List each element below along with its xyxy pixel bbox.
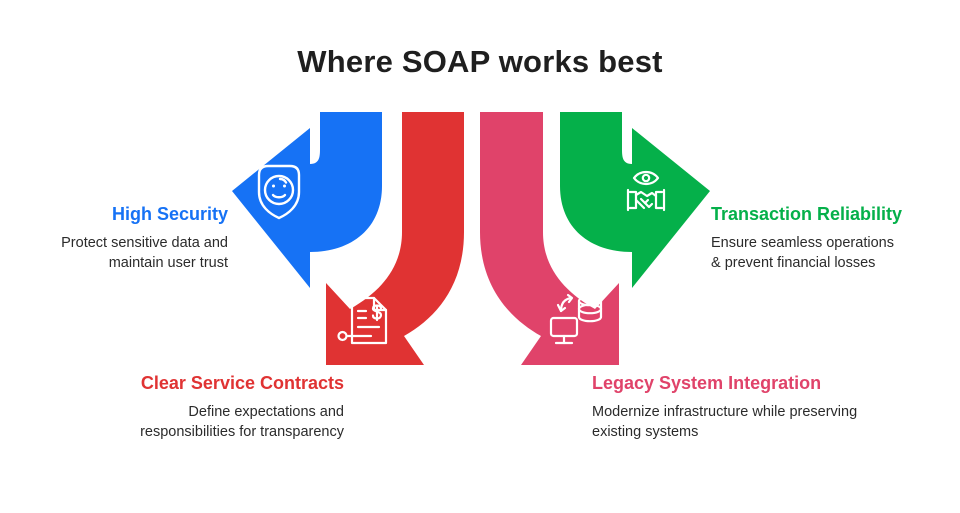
shield-face-icon [257, 164, 301, 220]
label-clear-service-contracts: Clear Service Contracts Define expectati… [30, 372, 344, 443]
description-line: Define expectations and [188, 403, 344, 420]
heading-clear-service-contracts: Clear Service Contracts [140, 373, 344, 393]
page-title: Where SOAP works best [297, 44, 663, 79]
arrow-clear-service-contracts-shape [326, 112, 464, 365]
description-line: Modernize infrastructure while preservin… [592, 403, 858, 420]
description-transaction-reliability: Ensure seamless operations & prevent fin… [711, 233, 957, 274]
description-line: Ensure seamless operations [711, 234, 894, 251]
description-line: responsibilities for transparency [140, 424, 344, 441]
contract-document-icon [337, 296, 388, 345]
heading-high-security: High Security [111, 204, 228, 224]
arrow-clear-service-contracts[interactable] [326, 112, 464, 365]
description-line: existing systems [592, 424, 699, 441]
heading-transaction-reliability: Transaction Reliability [711, 204, 903, 224]
arrow-high-security-shape [232, 112, 382, 288]
arrow-transaction-reliability[interactable] [560, 112, 710, 288]
description-legacy-system-integration: Modernize infrastructure while preservin… [592, 402, 942, 443]
label-high-security: High Security Protect sensitive data and… [0, 203, 228, 274]
arrow-high-security[interactable] [232, 112, 382, 288]
label-legacy-system-integration: Legacy System Integration Modernize infr… [592, 372, 942, 443]
arrow-legacy-system-integration-shape [480, 112, 619, 365]
monitor-database-sync-icon [549, 293, 603, 345]
label-transaction-reliability: Transaction Reliability Ensure seamless … [711, 203, 957, 274]
heading-legacy-system-integration: Legacy System Integration [592, 373, 822, 393]
handshake-eye-icon [626, 170, 666, 212]
description-line: & prevent financial losses [711, 255, 876, 272]
arrow-legacy-system-integration[interactable] [480, 112, 619, 365]
description-clear-service-contracts: Define expectations and responsibilities… [30, 402, 344, 443]
description-high-security: Protect sensitive data and maintain user… [0, 233, 228, 274]
description-line: Protect sensitive data and [61, 234, 228, 251]
description-line: maintain user trust [108, 255, 228, 272]
